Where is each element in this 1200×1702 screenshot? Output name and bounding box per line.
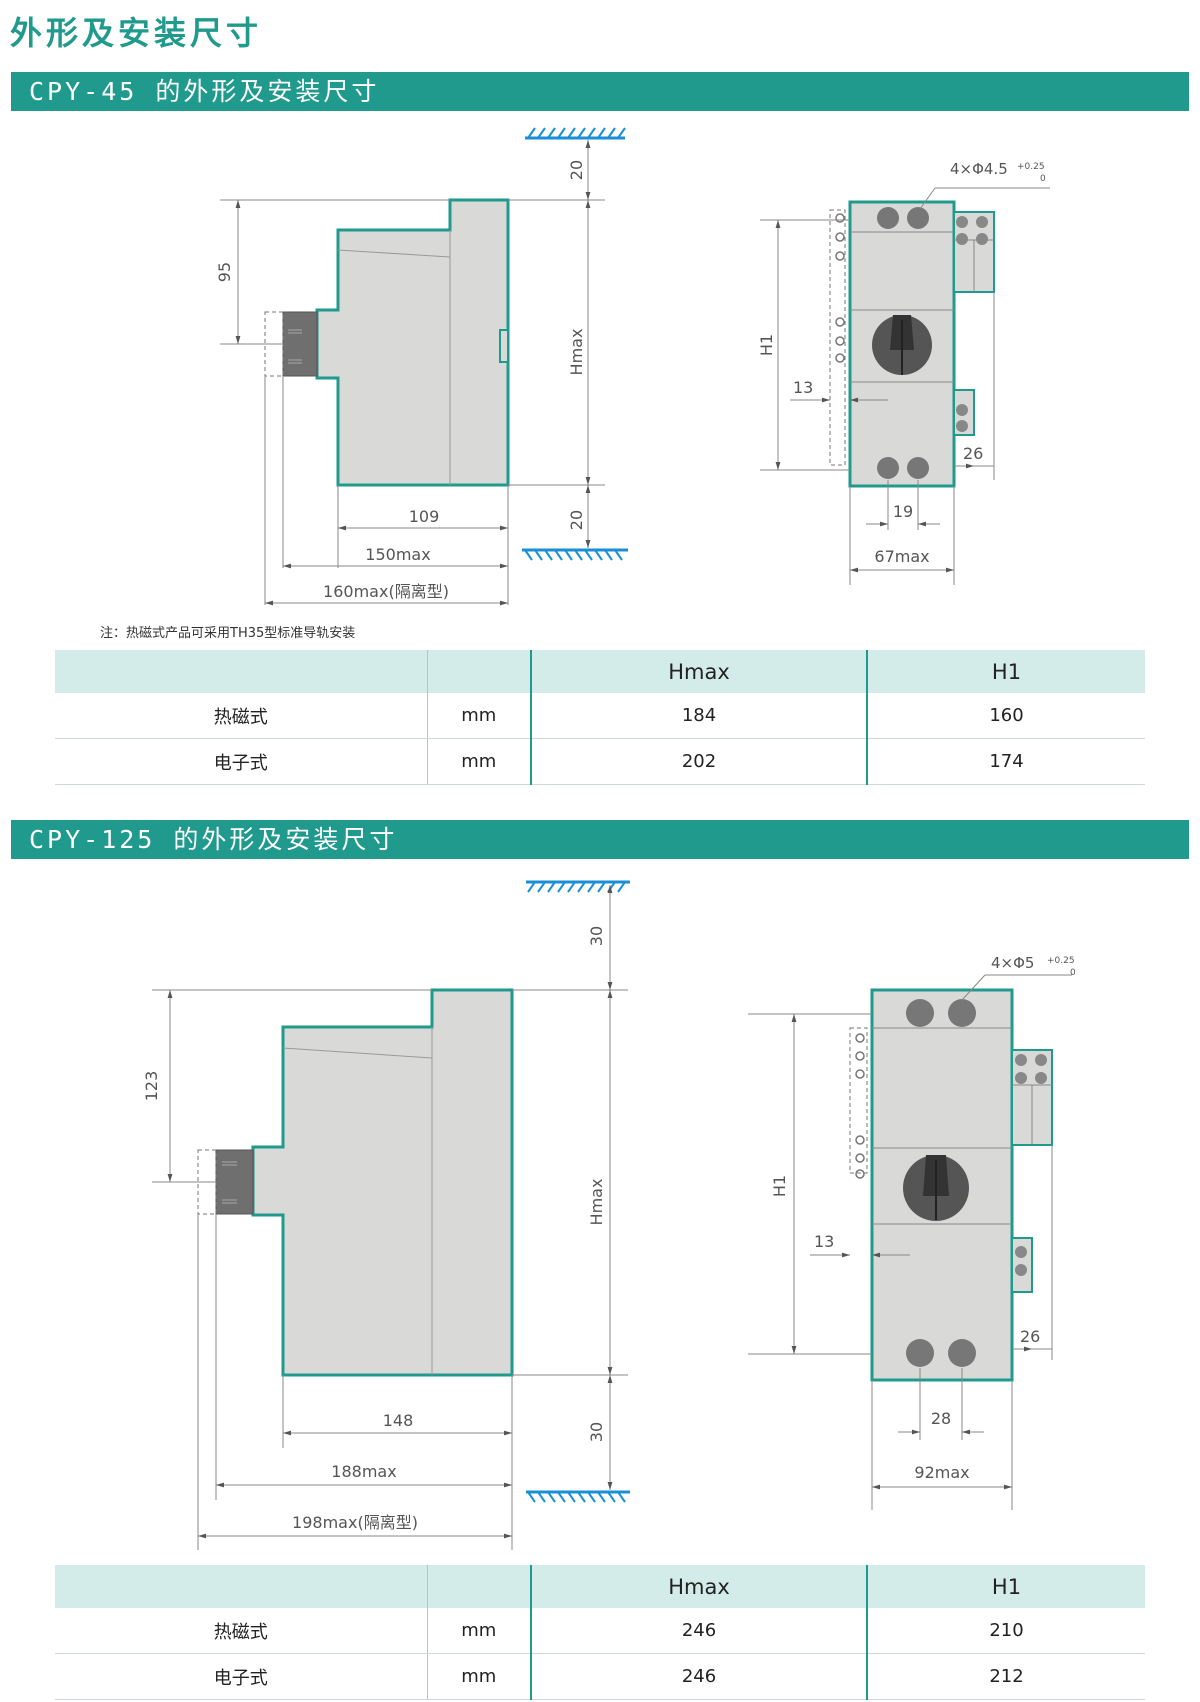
cpy125-side-view [197, 988, 514, 1377]
table-row: 电子式 mm 202 174 [55, 738, 1145, 785]
dim-123: 123 [142, 1071, 161, 1102]
dim-198max: 198max(隔离型) [292, 1513, 418, 1532]
ground-bottom-icon [522, 548, 628, 561]
row-h1: 174 [867, 738, 1145, 785]
row-type: 电子式 [55, 738, 428, 785]
row-h1: 160 [867, 693, 1145, 739]
dim-19: 19 [893, 502, 913, 521]
header-cell [55, 1565, 428, 1608]
header-h1: H1 [867, 1565, 1145, 1608]
hole-tol-up: +0.25 [1047, 956, 1075, 966]
dim-h1: H1 [770, 1175, 789, 1197]
row-unit: mm [427, 738, 532, 785]
dim-30-top: 30 [587, 926, 606, 946]
row-hmax: 202 [531, 738, 868, 785]
dim-67max: 67max [874, 547, 929, 566]
row-hmax: 246 [531, 1653, 868, 1700]
row-hmax: 246 [531, 1608, 868, 1654]
cpy125-spec-table: Hmax H1 热磁式 mm 246 210 电子式 mm 246 212 [55, 1565, 1145, 1700]
cpy45-spec-table: Hmax H1 热磁式 mm 184 160 电子式 mm 202 174 [55, 650, 1145, 785]
dim-h1: H1 [757, 334, 776, 356]
page-title: 外形及安装尺寸 [10, 14, 263, 52]
cpy45-front-view [829, 200, 995, 488]
dim-148: 148 [383, 1411, 414, 1430]
row-type: 热磁式 [55, 1608, 428, 1654]
dim-hmax: Hmax [567, 329, 586, 376]
row-h1: 210 [867, 1608, 1145, 1654]
dim-95: 95 [215, 262, 234, 282]
dim-92max: 92max [914, 1463, 969, 1482]
section-header-cpy45: CPY-45 的外形及安装尺寸 [11, 72, 1189, 111]
table-header: Hmax H1 [55, 650, 1145, 693]
row-type: 电子式 [55, 1653, 428, 1700]
dim-30-bottom: 30 [587, 1422, 606, 1442]
dim-109: 109 [409, 507, 440, 526]
cpy45-drawing: 95 20 Hmax 20 109 150max 160max(隔离型) [215, 127, 1050, 606]
table-row: 热磁式 mm 184 160 [55, 693, 1145, 739]
row-h1: 212 [867, 1653, 1145, 1700]
row-type: 热磁式 [55, 693, 428, 739]
header-hmax: Hmax [531, 1565, 868, 1608]
dim-20-top: 20 [567, 160, 586, 180]
footnote: 注：热磁式产品可采用TH35型标准导轨安装 [100, 626, 356, 641]
row-hmax: 184 [531, 693, 868, 739]
dim-26: 26 [1020, 1327, 1040, 1346]
table-row: 热磁式 mm 246 210 [55, 1608, 1145, 1654]
dim-188max: 188max [331, 1462, 396, 1481]
dim-13: 13 [814, 1232, 834, 1251]
table-header: Hmax H1 [55, 1565, 1145, 1608]
dim-26: 26 [963, 444, 983, 463]
header-cell [427, 1565, 532, 1608]
dim-20-bottom: 20 [567, 510, 586, 530]
ground-top-icon [525, 127, 626, 140]
dim-28: 28 [931, 1409, 951, 1428]
dim-13: 13 [793, 378, 813, 397]
hole-tol-down: 0 [1040, 174, 1046, 184]
ground-bottom-icon [526, 1490, 630, 1503]
hole-tol-down: 0 [1070, 968, 1076, 978]
header-cell [427, 650, 532, 693]
header-h1: H1 [867, 650, 1145, 693]
cpy125-drawing: 123 30 Hmax 30 148 188max 198max(隔离型) [142, 880, 1076, 1550]
section-header-cpy125: CPY-125 的外形及安装尺寸 [11, 820, 1189, 859]
hole-spec: 4×Φ5 [991, 954, 1034, 972]
dim-150max: 150max [365, 545, 430, 564]
row-unit: mm [427, 1653, 532, 1700]
dim-hmax: Hmax [587, 1179, 606, 1226]
table-row: 电子式 mm 246 212 [55, 1653, 1145, 1700]
cpy125-front-view [849, 988, 1053, 1382]
row-unit: mm [427, 693, 532, 739]
ground-top-icon [526, 880, 630, 893]
dim-160max: 160max(隔离型) [323, 582, 449, 601]
hole-spec: 4×Φ4.5 [950, 160, 1008, 178]
header-hmax: Hmax [531, 650, 868, 693]
header-cell [55, 650, 428, 693]
hole-tol-up: +0.25 [1017, 162, 1045, 172]
row-unit: mm [427, 1608, 532, 1654]
cpy45-side-view [264, 198, 510, 487]
